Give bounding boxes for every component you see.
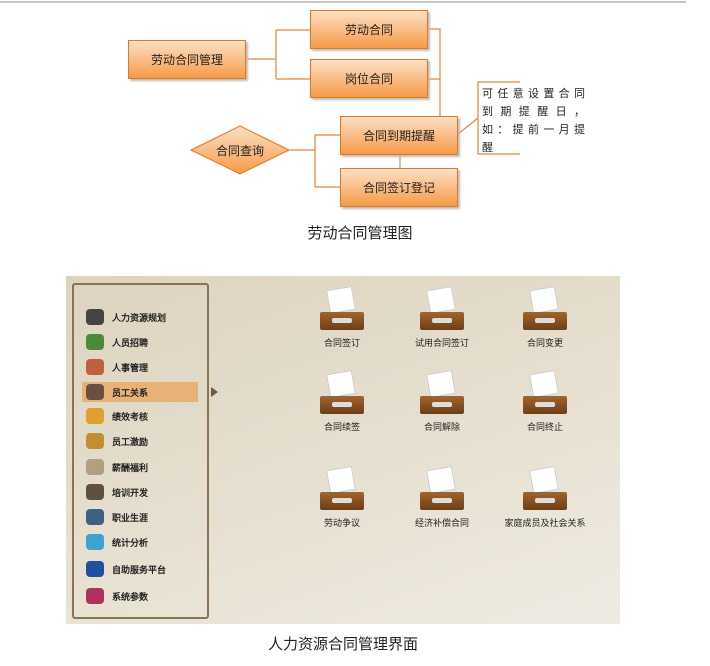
function-tile[interactable]: 合同签订 [292, 285, 392, 349]
function-tile[interactable]: 合同变更 [495, 285, 595, 349]
hr-system-screenshot: 人力资源规划人员招聘人事管理员工关系绩效考核员工激励薪酬福利培训开发职业生涯统计… [66, 276, 620, 624]
sidebar-item[interactable]: 培训开发 [82, 482, 198, 502]
node-expiry-reminder: 合同到期提醒 [340, 116, 458, 155]
function-tile[interactable]: 家庭成员及社会关系 [495, 465, 595, 529]
tile-label: 合同解除 [423, 423, 460, 433]
sidebar-item-label: 绩效考核 [112, 412, 149, 423]
function-tile[interactable]: 试用合同签订 [392, 285, 492, 349]
sidebar-item-label: 员工激励 [112, 437, 149, 448]
node-contract-query: 合同查询 [190, 125, 290, 175]
sidebar-item-label: 自助服务平台 [112, 565, 167, 576]
drawer-icon [318, 369, 366, 414]
function-tile[interactable]: 劳动争议 [292, 465, 392, 529]
module-icon [86, 433, 104, 449]
sidebar-item-label: 薪酬福利 [112, 463, 149, 474]
tile-label: 合同变更 [526, 339, 563, 349]
drawer-icon [521, 465, 569, 510]
function-tile[interactable]: 合同解除 [392, 369, 492, 433]
function-tile[interactable]: 合同续签 [292, 369, 392, 433]
sidebar-item-label: 系统参数 [112, 592, 149, 603]
module-icon [86, 359, 104, 375]
sidebar-item[interactable]: 员工关系 [82, 382, 198, 402]
tile-label: 家庭成员及社会关系 [504, 519, 586, 529]
tile-label: 合同签订 [323, 339, 360, 349]
tile-label: 经济补偿合同 [414, 519, 469, 529]
drawer-icon [418, 465, 466, 510]
node-post-contract: 岗位合同 [310, 59, 428, 98]
sidebar-item[interactable]: 人事管理 [82, 357, 198, 377]
sidebar-item[interactable]: 薪酬福利 [82, 457, 198, 477]
drawer-icon [521, 285, 569, 330]
module-icon [86, 408, 104, 424]
module-icon [86, 561, 104, 577]
module-icon [86, 509, 104, 525]
sidebar-item[interactable]: 绩效考核 [82, 406, 198, 426]
sidebar-item[interactable]: 系统参数 [82, 586, 198, 606]
tile-label: 合同终止 [526, 423, 563, 433]
query-label: 合同查询 [215, 143, 264, 158]
tile-label: 合同续签 [323, 423, 360, 433]
sidebar: 人力资源规划人员招聘人事管理员工关系绩效考核员工激励薪酬福利培训开发职业生涯统计… [72, 283, 209, 619]
tile-label: 劳动争议 [323, 519, 360, 529]
sidebar-item-label: 统计分析 [112, 538, 149, 549]
node-signing-register: 合同签订登记 [340, 168, 458, 207]
tile-label: 试用合同签订 [414, 339, 469, 349]
sidebar-item-label: 人事管理 [112, 363, 149, 374]
function-tile[interactable]: 合同终止 [495, 369, 595, 433]
module-icon [86, 459, 104, 475]
sidebar-item[interactable]: 统计分析 [82, 532, 198, 552]
sidebar-item-label: 培训开发 [112, 488, 149, 499]
module-icon [86, 588, 104, 604]
sidebar-item-label: 职业生涯 [112, 513, 149, 524]
function-tile[interactable]: 经济补偿合同 [392, 465, 492, 529]
top-rule [0, 1, 686, 3]
module-icon [86, 309, 104, 325]
module-icon [86, 334, 104, 350]
drawer-icon [418, 369, 466, 414]
sidebar-item[interactable]: 自助服务平台 [82, 559, 198, 579]
sidebar-item-label: 人力资源规划 [112, 313, 167, 324]
module-icon [86, 384, 104, 400]
sidebar-item-label: 人员招聘 [112, 338, 149, 349]
drawer-icon [521, 369, 569, 414]
reminder-note: 可任意设置合同到期提醒日，如：提前一月提醒 [482, 87, 588, 154]
sidebar-item[interactable]: 职业生涯 [82, 507, 198, 527]
module-icon [86, 484, 104, 500]
diagram-connectors [247, 28, 520, 188]
module-icon [86, 534, 104, 550]
drawer-icon [418, 285, 466, 330]
sidebar-item-label: 员工关系 [112, 388, 149, 399]
node-contract-management: 劳动合同管理 [128, 40, 246, 79]
drawer-icon [318, 465, 366, 510]
drawer-icon [318, 285, 366, 330]
sidebar-item[interactable]: 人力资源规划 [82, 307, 198, 327]
node-labor-contract: 劳动合同 [310, 10, 428, 49]
sidebar-item[interactable]: 人员招聘 [82, 332, 198, 352]
screenshot-caption: 人力资源合同管理界面 [267, 635, 418, 653]
sidebar-item[interactable]: 员工激励 [82, 431, 198, 451]
diagram-caption: 劳动合同管理图 [307, 224, 413, 242]
selected-arrow-icon [211, 387, 218, 397]
